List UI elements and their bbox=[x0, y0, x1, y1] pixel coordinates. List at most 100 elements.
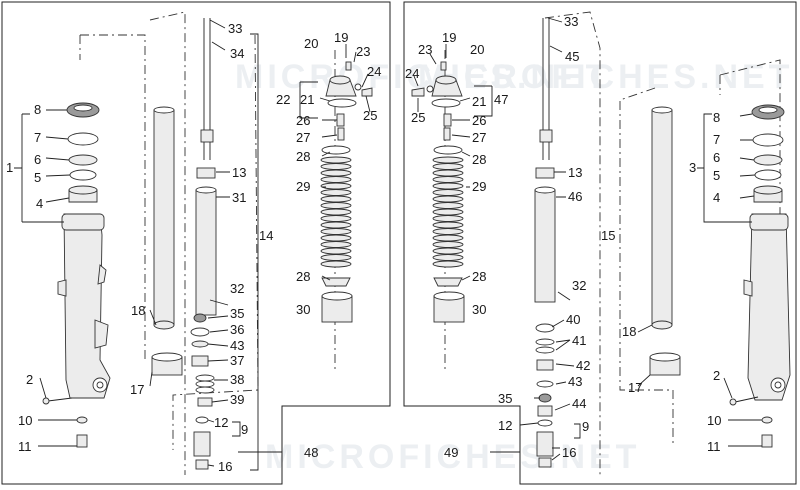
left-bushing bbox=[151, 352, 183, 376]
label-8-right: 8 bbox=[713, 110, 720, 125]
right-top-cap bbox=[411, 61, 463, 141]
right-spring-spacer bbox=[433, 145, 465, 323]
label-48: 48 bbox=[304, 445, 318, 460]
label-37: 37 bbox=[230, 353, 244, 368]
label-38: 38 bbox=[230, 372, 244, 387]
label-12-right: 12 bbox=[498, 418, 512, 433]
right-fork-leg bbox=[743, 213, 791, 401]
right-leader-lines bbox=[413, 17, 762, 461]
label-30: 30 bbox=[296, 302, 310, 317]
label-19-right: 19 bbox=[442, 30, 456, 45]
label-16-right: 16 bbox=[562, 445, 576, 460]
label-33: 33 bbox=[228, 21, 242, 36]
right-inner-tube bbox=[651, 106, 673, 330]
label-20-right: 20 bbox=[470, 42, 484, 57]
label-10: 10 bbox=[18, 413, 32, 428]
label-3: 3 bbox=[689, 160, 696, 175]
watermark-top-right: MICROFICHES.NET bbox=[418, 58, 793, 96]
right-seal-stack bbox=[751, 104, 785, 203]
left-assembly-frame bbox=[1, 1, 391, 485]
watermark-bottom: MICROFICHES.NET bbox=[265, 438, 640, 476]
left-inner-tube bbox=[153, 106, 175, 330]
label-14: 14 bbox=[259, 228, 273, 243]
right-assembly-frame bbox=[403, 1, 797, 485]
label-2-right: 2 bbox=[713, 368, 720, 383]
right-part-labels: 3 2 4 5 6 7 8 9 10 11 12 13 15 16 17 18 … bbox=[405, 14, 721, 460]
label-17-right: 17 bbox=[628, 380, 642, 395]
label-5: 5 bbox=[34, 170, 41, 185]
label-35: 35 bbox=[230, 306, 244, 321]
right-damper-rod bbox=[534, 18, 571, 303]
label-30-right: 30 bbox=[472, 302, 486, 317]
label-2: 2 bbox=[26, 372, 33, 387]
label-34: 34 bbox=[230, 46, 244, 61]
label-49: 49 bbox=[444, 445, 458, 460]
label-19: 19 bbox=[334, 30, 348, 45]
label-29-right: 29 bbox=[472, 179, 486, 194]
left-leader-lines bbox=[14, 19, 371, 471]
label-29: 29 bbox=[296, 179, 310, 194]
right-fork-spring bbox=[432, 156, 464, 268]
label-42: 42 bbox=[576, 358, 590, 373]
left-top-cap bbox=[325, 61, 373, 141]
label-28-top-right: 28 bbox=[472, 152, 486, 167]
label-39: 39 bbox=[230, 392, 244, 407]
right-axle-bolt bbox=[729, 396, 759, 406]
label-26: 26 bbox=[296, 113, 310, 128]
label-6: 6 bbox=[34, 152, 41, 167]
label-33-right: 33 bbox=[564, 14, 578, 29]
label-11-right: 11 bbox=[707, 439, 721, 454]
label-17: 17 bbox=[130, 382, 144, 397]
label-18: 18 bbox=[131, 303, 145, 318]
label-8: 8 bbox=[34, 102, 41, 117]
label-27: 27 bbox=[296, 130, 310, 145]
label-35-right: 35 bbox=[498, 391, 512, 406]
label-23-right: 23 bbox=[418, 42, 432, 57]
label-7-right: 7 bbox=[713, 132, 720, 147]
left-drain-bolt bbox=[76, 416, 88, 448]
left-fork-leg bbox=[57, 213, 111, 399]
label-25-right: 25 bbox=[411, 110, 425, 125]
label-22: 22 bbox=[276, 92, 290, 107]
label-28-bottom: 28 bbox=[296, 269, 310, 284]
label-10-right: 10 bbox=[707, 413, 721, 428]
label-47: 47 bbox=[494, 92, 508, 107]
label-18-right: 18 bbox=[622, 324, 636, 339]
left-seal-stack bbox=[66, 102, 100, 203]
label-9: 9 bbox=[241, 422, 248, 437]
label-9-right: 9 bbox=[582, 419, 589, 434]
label-32-right: 32 bbox=[572, 278, 586, 293]
label-13: 13 bbox=[232, 165, 246, 180]
left-fork-spring bbox=[320, 156, 352, 268]
label-46: 46 bbox=[568, 189, 582, 204]
label-11: 11 bbox=[18, 439, 32, 454]
label-41: 41 bbox=[572, 333, 586, 348]
label-36: 36 bbox=[230, 322, 244, 337]
label-43-right: 43 bbox=[568, 374, 582, 389]
label-21: 21 bbox=[300, 92, 314, 107]
left-spring-spacer bbox=[321, 145, 353, 323]
label-28-bottom-right: 28 bbox=[472, 269, 486, 284]
label-1: 1 bbox=[6, 160, 13, 175]
left-axle-bolt bbox=[42, 397, 73, 405]
label-31: 31 bbox=[232, 190, 246, 205]
label-7: 7 bbox=[34, 130, 41, 145]
label-6-right: 6 bbox=[713, 150, 720, 165]
label-24: 24 bbox=[367, 64, 381, 79]
label-23: 23 bbox=[356, 44, 370, 59]
label-40: 40 bbox=[566, 312, 580, 327]
right-valve-stack bbox=[535, 323, 555, 468]
label-20: 20 bbox=[304, 36, 318, 51]
label-45: 45 bbox=[565, 49, 579, 64]
label-27-right: 27 bbox=[472, 130, 486, 145]
label-13-right: 13 bbox=[568, 165, 582, 180]
label-24-right: 24 bbox=[405, 66, 419, 81]
left-valve-stack bbox=[190, 313, 215, 470]
label-43: 43 bbox=[230, 338, 244, 353]
right-bushing bbox=[649, 352, 681, 376]
label-26-right: 26 bbox=[472, 113, 486, 128]
label-4: 4 bbox=[36, 196, 43, 211]
right-drain-bolt bbox=[761, 416, 773, 448]
